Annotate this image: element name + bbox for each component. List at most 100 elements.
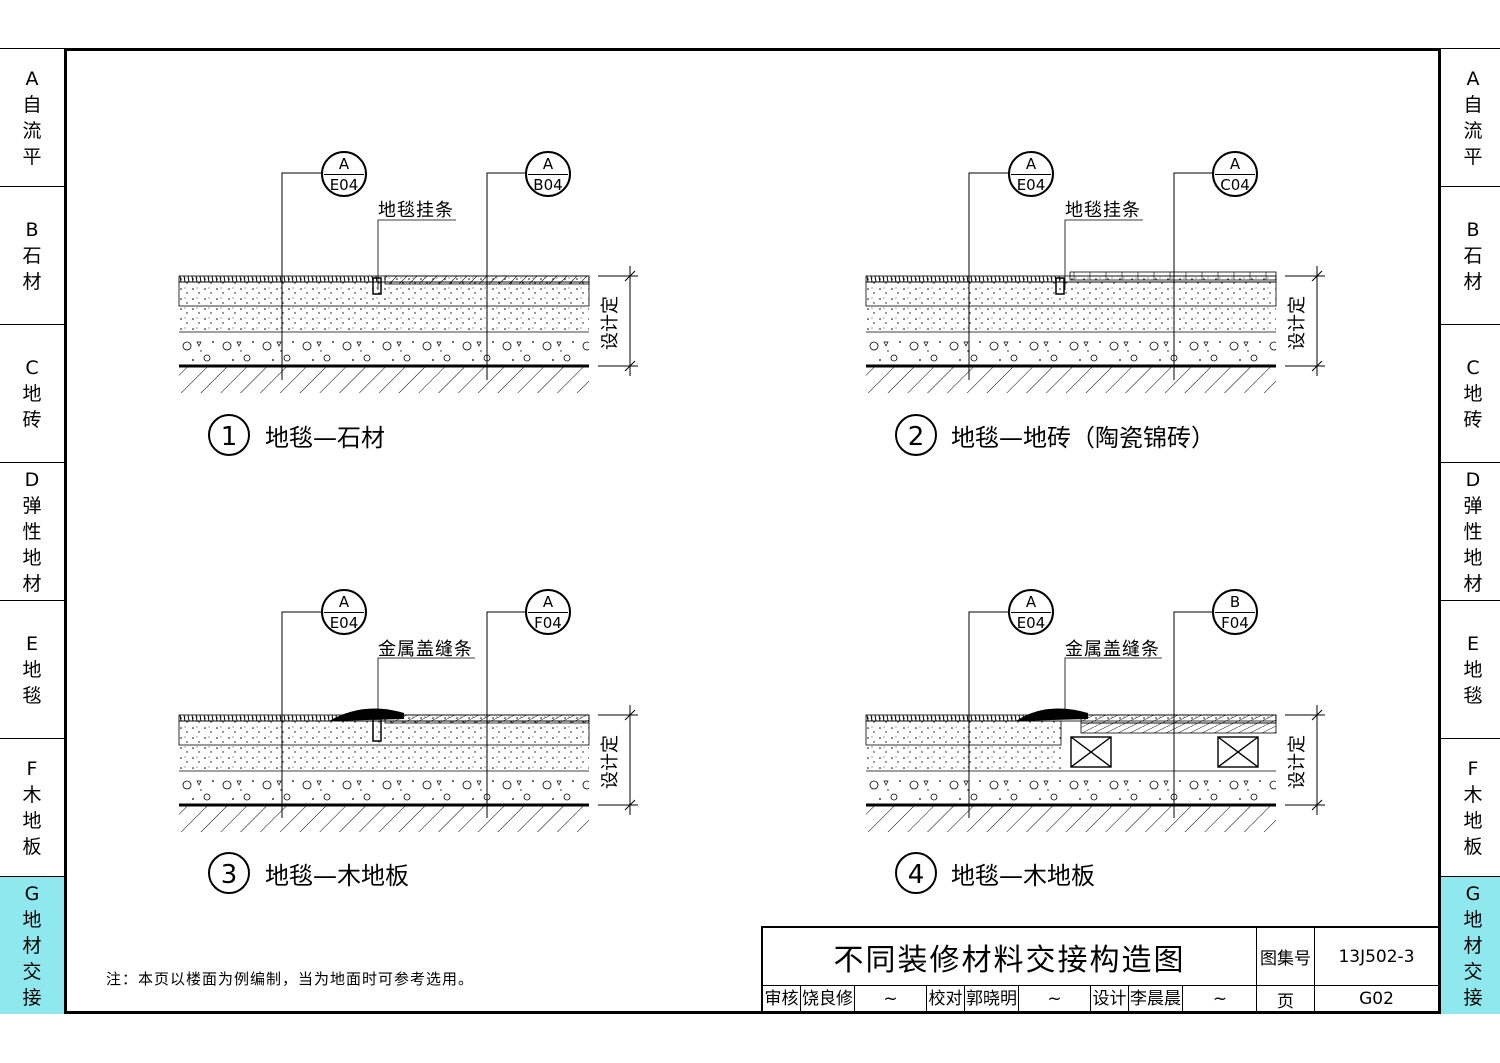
section-tab-letter: B [1466, 218, 1480, 241]
section-tab-char: 板 [1463, 835, 1483, 858]
section-tab-char: 板 [22, 835, 42, 858]
detail-title-1: 地毯—石材 [265, 424, 385, 452]
page-label: 页 [1257, 986, 1315, 1012]
section-tab-letter: G [1465, 882, 1481, 905]
designer-name: 李晨晨 [1129, 986, 1183, 1012]
section-tab-char: 交 [22, 960, 42, 983]
checker-name: 郭晓明 [965, 986, 1019, 1012]
section-tab-char: 砖 [1463, 408, 1483, 431]
signature-row: 审核 饶良修 ~ 校对 郭晓明 ~ 设计 李晨晨 ~ [763, 986, 1257, 1012]
section-tab-char: 木 [22, 783, 42, 806]
section-tab-char: 流 [1463, 119, 1483, 142]
section-tab-char: 自 [1463, 93, 1483, 116]
section-tab-char: 材 [22, 934, 42, 957]
section-tab-letter: F [26, 757, 38, 780]
section-tab-letter: C [25, 356, 39, 379]
section-tab-char: 材 [22, 572, 42, 595]
section-tab-char: 平 [1463, 145, 1483, 168]
section-tab-char: 材 [22, 270, 42, 293]
section-tab-char: 石 [1463, 244, 1483, 267]
detail-number-4: 4 [895, 852, 937, 894]
reviewer-name: 饶良修 [801, 986, 855, 1012]
atlas-label: 图集号 [1257, 928, 1315, 986]
checker-signature: ~ [1019, 986, 1091, 1012]
section-tab-char: 交 [1463, 960, 1483, 983]
section-tab-char: 接 [22, 986, 42, 1009]
design-label: 设计 [1091, 986, 1129, 1012]
section-tab-letter: A [1466, 67, 1480, 90]
dimension-label-3: 设计定 [600, 735, 621, 789]
section-tab-char: 地 [22, 658, 42, 681]
section-tab-char: 材 [1463, 270, 1483, 293]
atlas-number: 13J502-3 [1315, 928, 1438, 986]
section-tab-char: 性 [22, 520, 42, 543]
section-tab-char: 毯 [22, 684, 42, 707]
section-tab-char: 材 [1463, 572, 1483, 595]
section-tab-letter: D [24, 468, 40, 491]
section-tab-char: 性 [1463, 520, 1483, 543]
detail-title-2: 地毯—地砖（陶瓷锦砖） [951, 424, 1215, 452]
section-tab-char: 地 [22, 908, 42, 931]
detail-number-1: 1 [208, 414, 250, 456]
check-label: 校对 [927, 986, 965, 1012]
detail-title-3: 地毯—木地板 [265, 862, 409, 890]
section-tab-char: 砖 [22, 408, 42, 431]
drawing-frame [64, 48, 1438, 1014]
section-tab-char: 弹 [22, 494, 42, 517]
section-tab-letter: D [1465, 468, 1481, 491]
section-tab-char: 石 [22, 244, 42, 267]
section-tab-char: 木 [1463, 783, 1483, 806]
section-tab-char: 毯 [1463, 684, 1483, 707]
section-tab-letter: F [1467, 757, 1479, 780]
section-tab-char: 自 [22, 93, 42, 116]
section-tab-char: 地 [22, 382, 42, 405]
section-tab-char: 材 [1463, 934, 1483, 957]
section-tab-char: 平 [22, 145, 42, 168]
dimension-label-4: 设计定 [1287, 735, 1308, 789]
dimension-label-2: 设计定 [1287, 296, 1308, 350]
drawing-title: 不同装修材料交接构造图 [763, 928, 1257, 986]
detail-title-4: 地毯—木地板 [951, 862, 1095, 890]
page-number: G02 [1359, 989, 1394, 1009]
section-tab-char: 地 [1463, 546, 1483, 569]
section-tab-letter: B [25, 218, 39, 241]
section-tab-char: 地 [1463, 382, 1483, 405]
dimension-label-1: 设计定 [600, 296, 621, 350]
reviewer-signature: ~ [855, 986, 927, 1012]
section-tab-letter: E [1466, 632, 1479, 655]
section-tab-char: 弹 [1463, 494, 1483, 517]
title-block: 不同装修材料交接构造图 图集号 13J502-3 审核 饶良修 ~ 校对 郭晓明… [761, 926, 1438, 1012]
section-tab-letter: A [25, 67, 39, 90]
callout-metal-strip-3: 金属盖缝条 [378, 639, 473, 660]
detail-number-3: 3 [208, 852, 250, 894]
section-tab-char: 地 [22, 546, 42, 569]
section-tab-letter: E [25, 632, 38, 655]
section-tab-letter: C [1466, 356, 1480, 379]
detail-number-2: 2 [895, 414, 937, 456]
callout-carpet-strip-2: 地毯挂条 [1065, 200, 1141, 221]
